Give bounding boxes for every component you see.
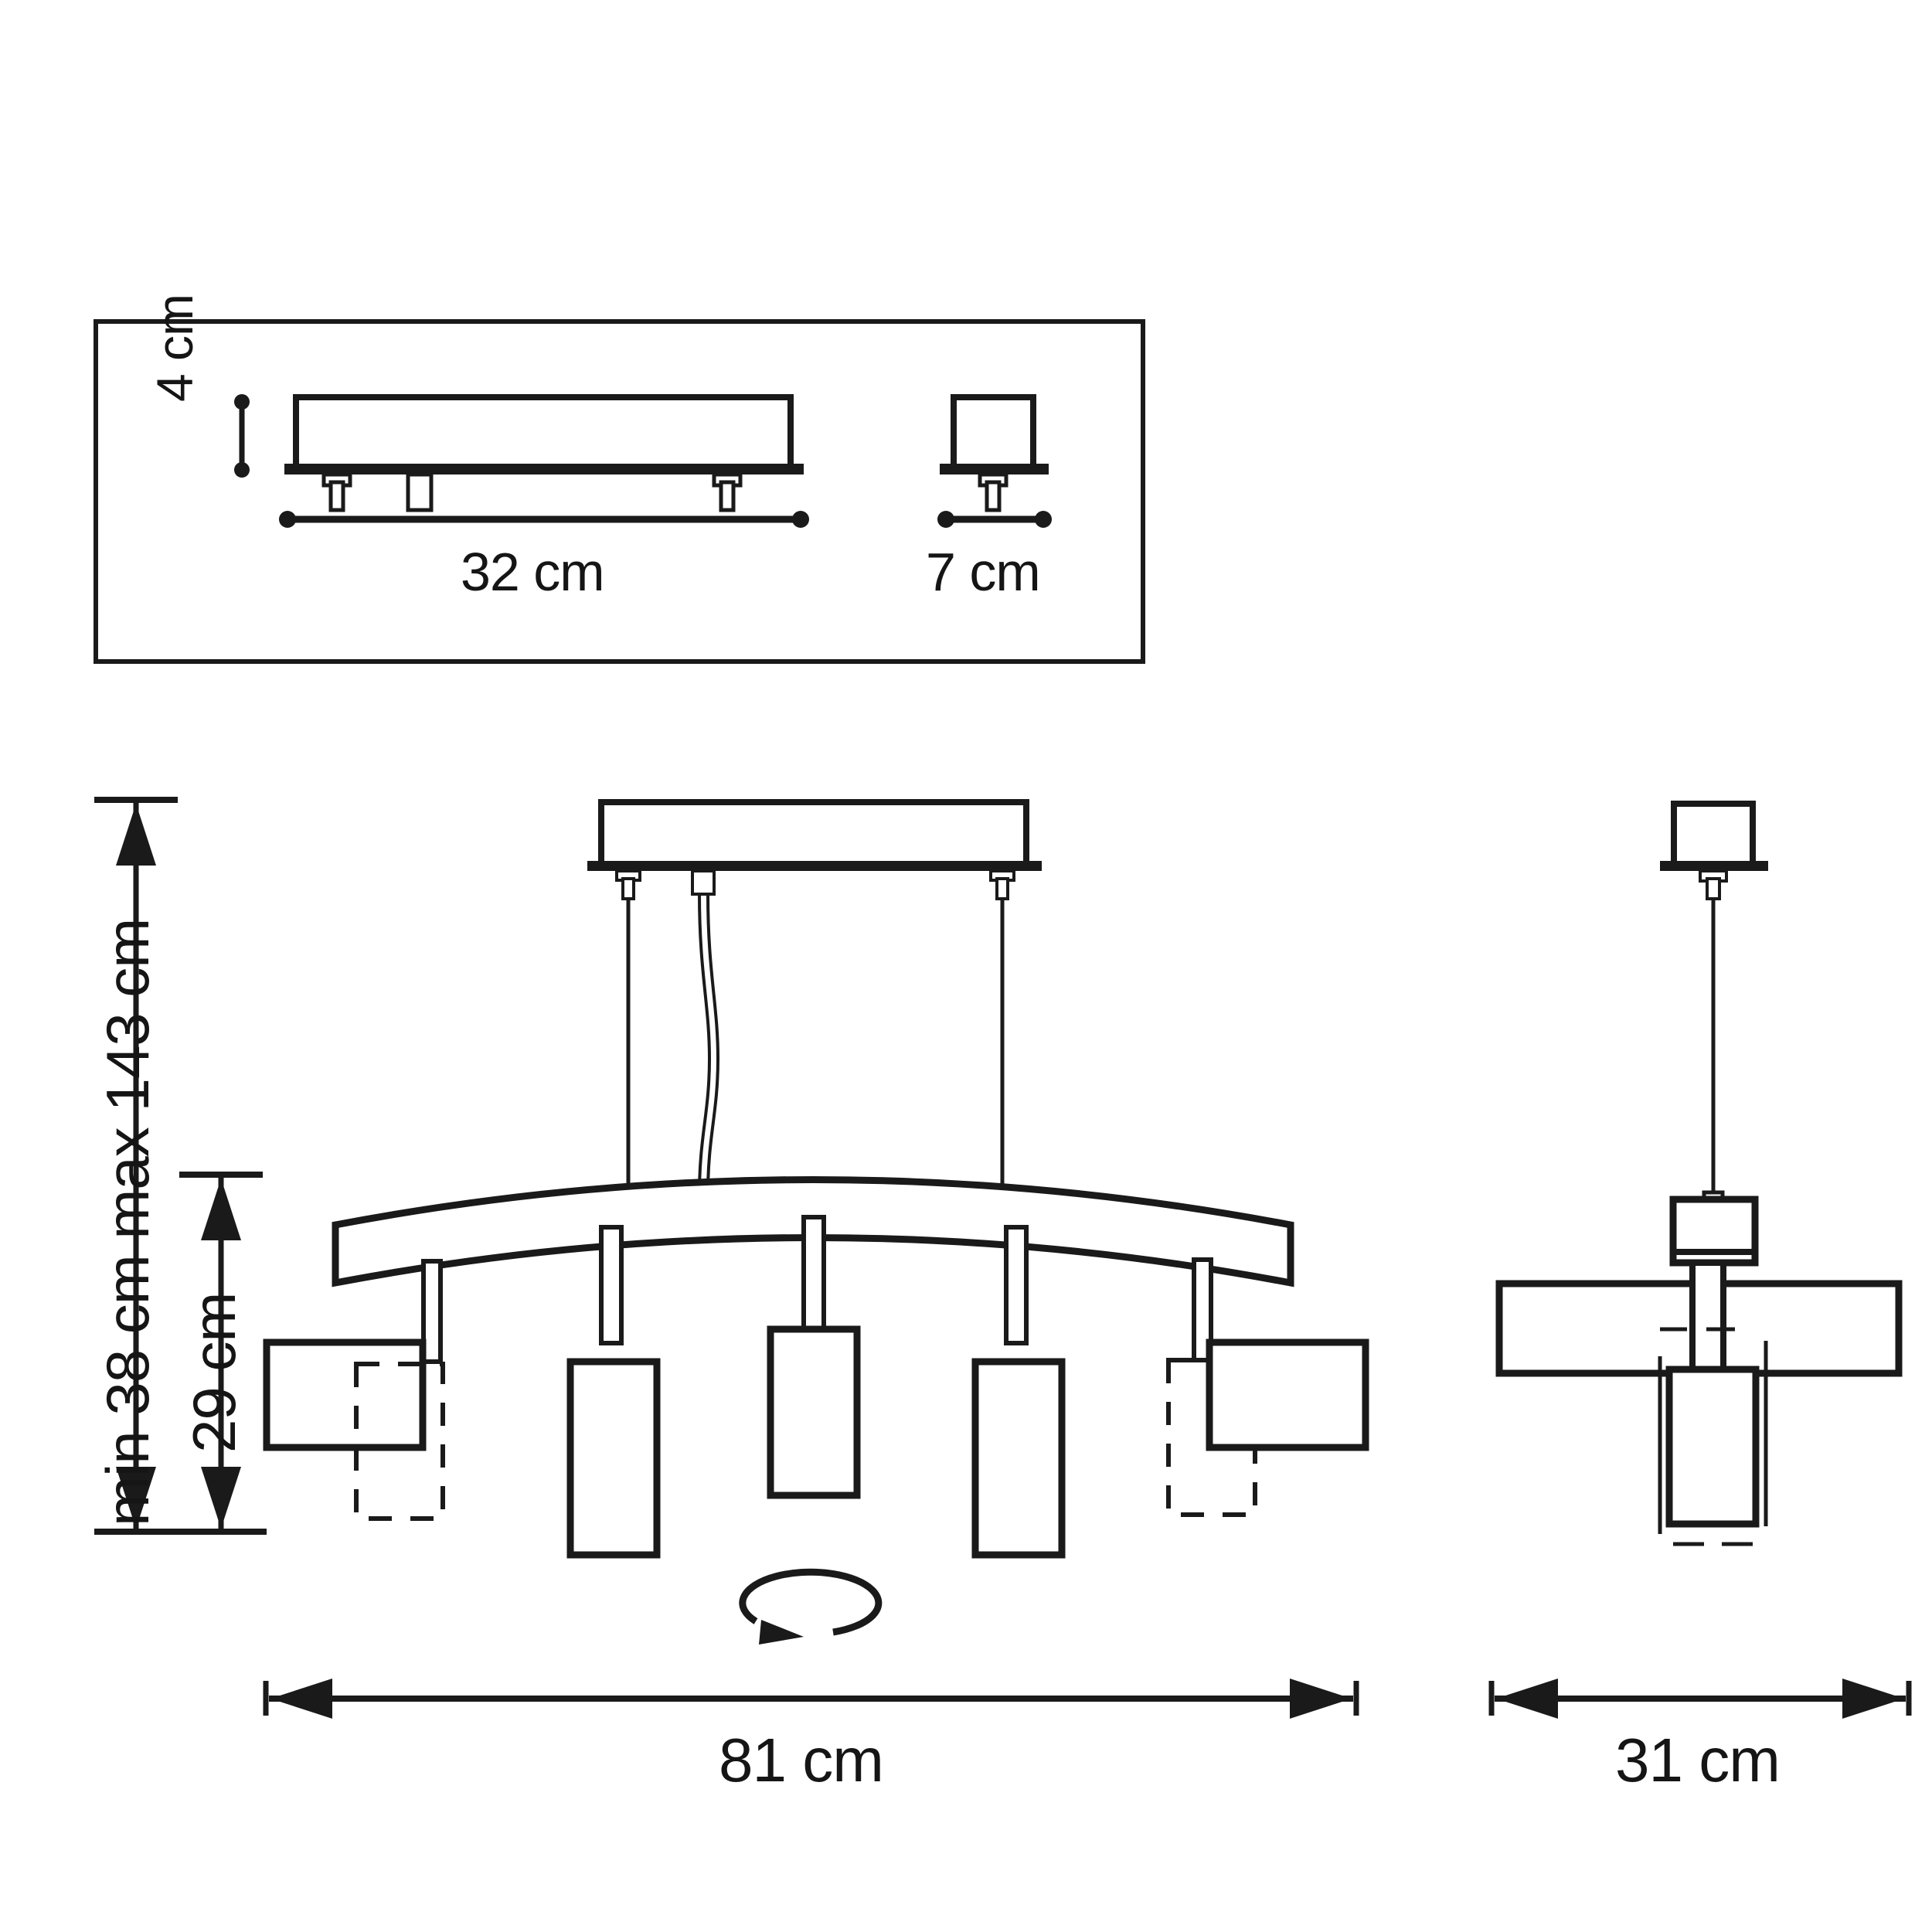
side-canopy <box>1660 801 1768 900</box>
label-canopy-length: 32 cm <box>461 542 605 602</box>
spot-head-4 <box>971 1358 1066 1559</box>
side-centre-marks <box>1658 1327 1768 1546</box>
inset-border <box>94 319 1145 664</box>
power-cord <box>698 893 720 1195</box>
label-fixture-width: 81 cm <box>719 1726 884 1794</box>
side-spot-stem <box>1689 1260 1726 1374</box>
label-suspension-range: min 38 cm max 143 cm <box>94 918 162 1526</box>
canopy-detail-box <box>94 319 1145 664</box>
label-canopy-depth: 7 cm <box>926 542 1041 602</box>
cable-terminals-top <box>615 869 1015 900</box>
suspension-cables <box>626 899 1005 1190</box>
dim-canopy-depth <box>937 511 1052 528</box>
dim-fixture-width <box>263 1679 1359 1719</box>
front-canopy <box>587 799 1042 871</box>
spot-head-left <box>263 1338 427 1451</box>
inset-canopy-front <box>284 394 804 512</box>
label-fixture-depth: 31 cm <box>1615 1726 1781 1794</box>
spot-head-2 <box>566 1358 661 1559</box>
side-connector-block <box>1669 1190 1759 1267</box>
spot-head-right <box>1206 1338 1369 1451</box>
side-spot-head <box>1665 1366 1760 1528</box>
dim-suspension-range <box>94 797 178 1532</box>
front-elevation-group <box>263 799 1369 1645</box>
spot-head-left-alt-dashed <box>354 1362 445 1521</box>
side-elevation-group <box>1495 801 1903 1546</box>
inset-canopy-side <box>940 394 1049 512</box>
spot-head-3-center <box>767 1325 861 1499</box>
label-fixture-height: 29 cm <box>180 1292 248 1453</box>
dim-fixture-height <box>179 1172 263 1532</box>
dim-canopy-height <box>234 394 250 478</box>
dim-canopy-length <box>279 511 809 528</box>
label-canopy-height: 4 cm <box>146 294 203 402</box>
rotation-arrow-icon <box>739 1568 883 1645</box>
dim-fixture-depth <box>1488 1679 1912 1719</box>
